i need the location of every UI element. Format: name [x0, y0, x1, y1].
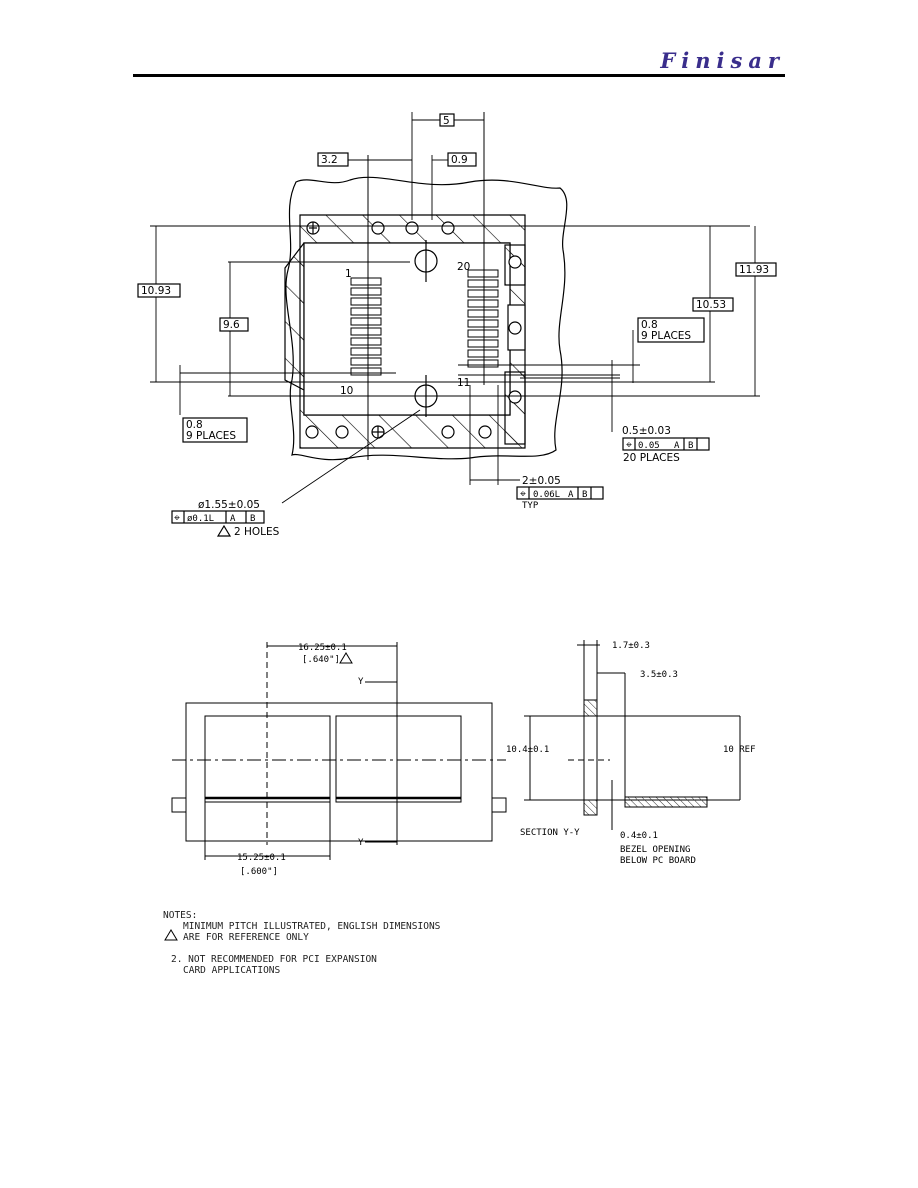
- note1-line1: MINIMUM PITCH ILLUSTRATED, ENGLISH DIMEN…: [183, 921, 441, 932]
- bezel-front-view: [171, 642, 507, 860]
- dim-16-25: 16.25±0.1: [298, 643, 347, 653]
- dim-10-4: 10.4±0.1: [506, 745, 549, 755]
- right-pitch-places: 9 PLACES: [641, 330, 691, 342]
- dim-10-ref: 10 REF: [723, 745, 756, 755]
- pad-width-dim: 0.5±0.03: [622, 425, 671, 437]
- section-text: 1.7±0.3 3.5±0.3 10.4±0.1 10 REF SECTION …: [506, 641, 756, 866]
- svg-text:B: B: [250, 514, 255, 524]
- lead-typ: TYP: [522, 501, 539, 511]
- left-pitch-places: 9 PLACES: [186, 430, 236, 442]
- dim-15-25: 15.25±0.1: [237, 853, 286, 863]
- lead-tolerance: 0.06L: [533, 490, 560, 500]
- section-label: SECTION Y-Y: [520, 828, 580, 838]
- footprint-drawing: [137, 112, 777, 537]
- svg-text:⌖: ⌖: [626, 439, 632, 451]
- top-dim-text: 5 3.2 0.9 10.93 9.6 11.93 10.53 1 20 10 …: [141, 115, 769, 538]
- note1-delta-icon: [164, 929, 178, 941]
- bezel-front-text: 16.25±0.1 [.640"] Y Y 15.25±0.1 [.600"]: [237, 643, 364, 877]
- dim-0-9: 0.9: [451, 154, 468, 166]
- header-rule: [133, 74, 785, 77]
- pad-places: 20 PLACES: [623, 452, 680, 464]
- pad-tolerance: 0.05: [638, 441, 660, 451]
- bottom-row-holes: [305, 425, 492, 439]
- dim-5: 5: [443, 115, 450, 127]
- dim-10-93: 10.93: [141, 285, 171, 297]
- dim-3-2: 3.2: [321, 154, 338, 166]
- connector-window: [303, 242, 511, 416]
- bezel-note-1: BEZEL OPENING: [620, 845, 690, 855]
- dim-10-53: 10.53: [696, 299, 726, 311]
- left-notch: [284, 242, 305, 391]
- hole-count: 2 HOLES: [234, 526, 280, 538]
- right-pitch-value: 0.8: [641, 319, 658, 331]
- svg-text:A: A: [568, 490, 574, 500]
- lead-length-dim: 2±0.05: [522, 475, 561, 487]
- bezel-note-2: BELOW PC BOARD: [620, 856, 696, 866]
- dim-15-25-inch: [.600"]: [240, 867, 278, 877]
- svg-text:B: B: [688, 441, 693, 451]
- pin-11-label: 11: [457, 377, 470, 389]
- svg-text:⌖: ⌖: [520, 488, 526, 500]
- svg-text:A: A: [674, 441, 680, 451]
- left-pad-column: [350, 277, 382, 376]
- section-y-bottom: Y: [358, 838, 364, 848]
- section-y-top: Y: [358, 677, 364, 687]
- note2-line1: 2. NOT RECOMMENDED FOR PCI EXPANSION: [171, 954, 377, 965]
- pin-1-label: 1: [345, 268, 352, 280]
- dim-0-4: 0.4±0.1: [620, 831, 658, 841]
- dim-9-6: 9.6: [223, 319, 240, 331]
- notes-block: NOTES: MINIMUM PITCH ILLUSTRATED, ENGLIS…: [163, 910, 440, 976]
- top-row-holes: [306, 221, 522, 404]
- svg-text:B: B: [582, 490, 587, 500]
- hole-tolerance: ø0.1L: [187, 514, 214, 524]
- pin-10-label: 10: [340, 385, 353, 397]
- svg-text:⌖: ⌖: [174, 512, 180, 524]
- right-pad-column: [467, 269, 499, 368]
- dim-3-5: 3.5±0.3: [640, 670, 678, 680]
- hole-diameter-dim: ø1.55±0.05: [198, 499, 260, 511]
- svg-text:A: A: [230, 514, 236, 524]
- right-tab-bot: [504, 371, 526, 445]
- dim-11-93: 11.93: [739, 264, 769, 276]
- dim-1-7: 1.7±0.3: [612, 641, 650, 651]
- pin-20-label: 20: [457, 261, 470, 273]
- dim-16-25-inch: [.640"]: [302, 655, 340, 665]
- brand-logo: Finisar: [660, 48, 785, 73]
- note1-line2: ARE FOR REFERENCE ONLY: [183, 932, 309, 943]
- section-y-y-view: [524, 640, 741, 830]
- notes-title: NOTES:: [163, 910, 198, 921]
- note2-line2: CARD APPLICATIONS: [183, 965, 281, 976]
- left-pitch-value: 0.8: [186, 419, 203, 431]
